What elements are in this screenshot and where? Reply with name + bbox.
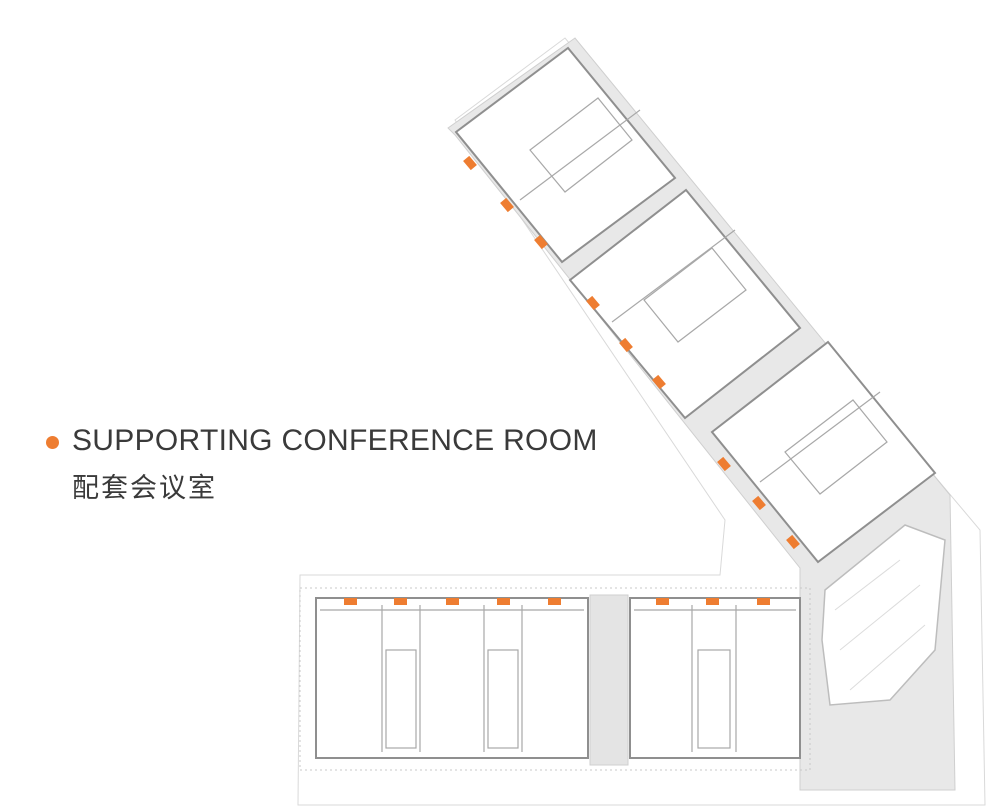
- orange-dot-icon: [46, 436, 59, 449]
- bottom-wing-interior: [320, 605, 796, 752]
- hall-block: [454, 46, 677, 264]
- hall-block: [710, 340, 937, 564]
- conference-room-marker: [652, 374, 666, 390]
- conference-room-marker: [786, 534, 800, 550]
- conference-room-marker: [500, 197, 514, 213]
- conference-room-marker: [752, 495, 766, 511]
- conference-room-marker: [394, 598, 407, 605]
- conference-room-marker: [463, 155, 477, 171]
- plaza-paving: [834, 559, 926, 691]
- conference-room-marker: [706, 598, 719, 605]
- conference-room-marker: [717, 456, 731, 472]
- hall-block: [629, 597, 801, 759]
- courtyard: [643, 247, 747, 343]
- bottom-corridor: [589, 594, 629, 766]
- conference-room-marker: [446, 598, 459, 605]
- conference-room-marker: [534, 234, 548, 250]
- conference-room-marker: [344, 598, 357, 605]
- diagonal-courtyards: [519, 97, 888, 495]
- conference-room-marker: [586, 295, 600, 311]
- wall-line: [611, 229, 736, 323]
- conference-room-marker: [548, 598, 561, 605]
- wall-line: [519, 109, 641, 201]
- courtyard: [529, 97, 633, 193]
- courtyard: [784, 399, 888, 495]
- hall-block: [568, 188, 802, 420]
- conference-room-marker: [757, 598, 770, 605]
- legend-label-zh: 配套会议室: [72, 473, 217, 504]
- conference-room-marker: [497, 598, 510, 605]
- legend-label-en: SUPPORTING CONFERENCE ROOM: [72, 424, 598, 457]
- bottom-wing: [315, 597, 801, 759]
- wall-line: [759, 391, 881, 483]
- conference-room-marker: [619, 337, 633, 353]
- conference-room-marker: [656, 598, 669, 605]
- site-dotted-edge: [299, 587, 811, 771]
- diagonal-wing: [454, 46, 937, 564]
